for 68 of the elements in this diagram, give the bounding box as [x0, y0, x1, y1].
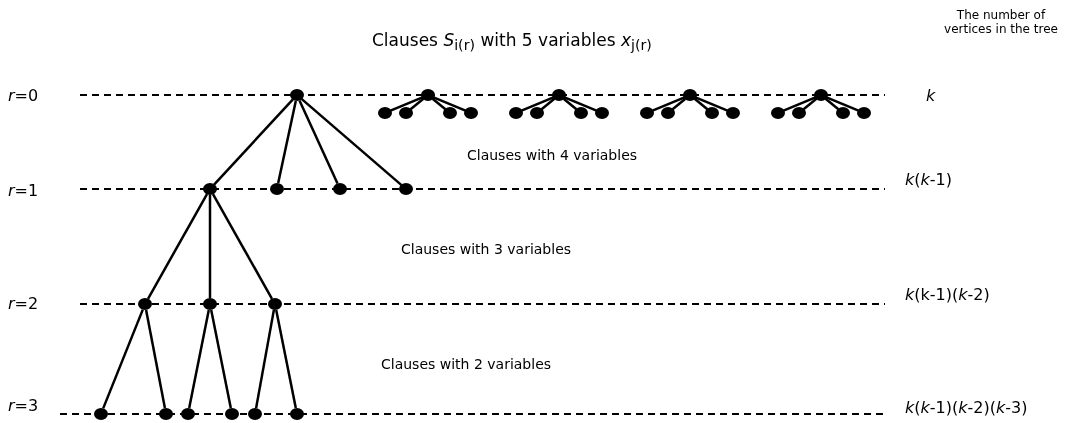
tree-edge [102, 309, 144, 409]
tree-edge [208, 195, 212, 298]
level-label: r=0 [8, 86, 39, 106]
tree-edge [146, 193, 209, 300]
tree-edge [695, 96, 728, 112]
vertex-count: k(k-1)(k-2) [905, 285, 990, 305]
vertex-dot [181, 408, 195, 420]
tree-edge [390, 96, 423, 112]
tree-edge [274, 309, 298, 409]
tree-edge [298, 99, 339, 185]
vertex-count: k(k-1) [905, 170, 952, 190]
level-label: r=3 [8, 396, 39, 416]
vertex-dot [792, 107, 806, 119]
tree-edge [209, 309, 233, 409]
tree-edge [187, 309, 211, 409]
column-heading: The number of vertices in the tree [943, 8, 1059, 37]
vertex-dot [683, 89, 697, 101]
vertex-dot [138, 298, 152, 310]
vertex-dot [705, 107, 719, 119]
tree-edge [826, 96, 859, 112]
vertex-dot [552, 89, 566, 101]
tree-edge [652, 96, 685, 112]
tree-caption: Clauses S$_{i(r)}$ with 5 variables x$_{j(r)}$ [372, 30, 652, 55]
vertex-dot [726, 107, 740, 119]
tree-edge [783, 96, 816, 112]
tree-edge [254, 309, 276, 409]
vertex-dot [290, 89, 304, 101]
tree-edge [276, 100, 298, 184]
vertex-dot [814, 89, 828, 101]
vertex-count: k [926, 86, 936, 106]
tree-edge [564, 96, 597, 112]
vertex-dot [857, 107, 871, 119]
vertex-dot [574, 107, 588, 119]
section-caption: Clauses with 2 variables [381, 356, 552, 373]
vertex-dot [399, 107, 413, 119]
vertex-count: k(k-1)(k-2)(k-3) [905, 398, 1028, 418]
tree-edge [300, 97, 403, 187]
level-label: r=1 [8, 181, 39, 201]
vertex-dot [640, 107, 654, 119]
vertex-dot [399, 183, 413, 195]
vertex-dot [595, 107, 609, 119]
tree-edge [211, 193, 274, 300]
vertex-dot [248, 408, 262, 420]
section-caption: Clauses with 4 variables [467, 147, 638, 164]
vertex-dot [268, 298, 282, 310]
vertex-dot [203, 298, 217, 310]
tree-edge [144, 309, 167, 409]
tree-edge [521, 96, 554, 112]
vertex-dot [771, 107, 785, 119]
vertex-dot [225, 408, 239, 420]
vertex-dot [159, 408, 173, 420]
tree-edge [213, 98, 294, 186]
vertex-dot [661, 107, 675, 119]
vertex-dot [421, 89, 435, 101]
vertex-dot [203, 183, 217, 195]
vertex-dot [290, 408, 304, 420]
vertex-dot [443, 107, 457, 119]
vertex-dot [270, 183, 284, 195]
level-label: r=2 [8, 294, 39, 314]
vertex-dot [333, 183, 347, 195]
section-caption: Clauses with 3 variables [401, 241, 572, 258]
vertex-dot [530, 107, 544, 119]
tree-edge [433, 96, 466, 112]
vertex-dot [836, 107, 850, 119]
vertex-dot [509, 107, 523, 119]
vertex-dot [94, 408, 108, 420]
vertex-dot [378, 107, 392, 119]
vertex-dot [464, 107, 478, 119]
